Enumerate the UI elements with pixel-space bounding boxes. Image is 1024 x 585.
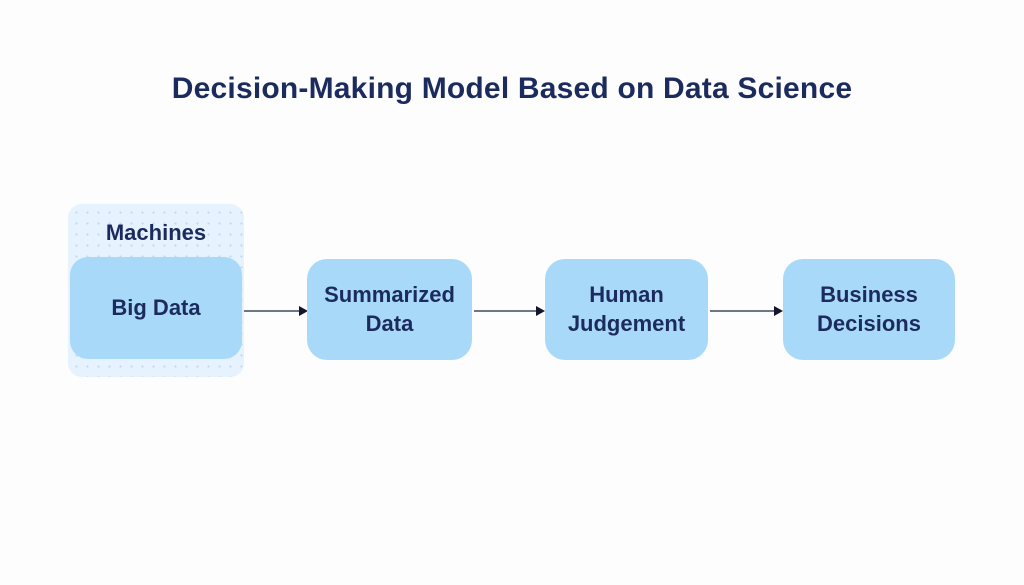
arrow-summarized-to-human <box>474 305 545 317</box>
node-summarized-data: Summarized Data <box>307 259 472 360</box>
arrow-line <box>474 310 538 312</box>
node-human-judgement-label: Human Judgement <box>567 281 686 336</box>
node-big-data: Big Data <box>70 257 242 359</box>
arrow-big-data-to-summarized <box>244 305 308 317</box>
node-business-decisions: Business Decisions <box>783 259 955 360</box>
node-summarized-data-label: Summarized Data <box>324 281 455 336</box>
node-business-decisions-label: Business Decisions <box>817 281 921 336</box>
arrowhead-icon <box>774 306 783 316</box>
arrowhead-icon <box>536 306 545 316</box>
node-big-data-label: Big Data <box>111 294 201 320</box>
arrowhead-icon <box>299 306 308 316</box>
arrow-line <box>244 310 301 312</box>
arrow-line <box>710 310 776 312</box>
arrow-human-to-business <box>710 305 783 317</box>
machines-group-label: Machines <box>105 220 207 245</box>
diagram-title: Decision-Making Model Based on Data Scie… <box>171 72 853 105</box>
node-human-judgement: Human Judgement <box>545 259 708 360</box>
